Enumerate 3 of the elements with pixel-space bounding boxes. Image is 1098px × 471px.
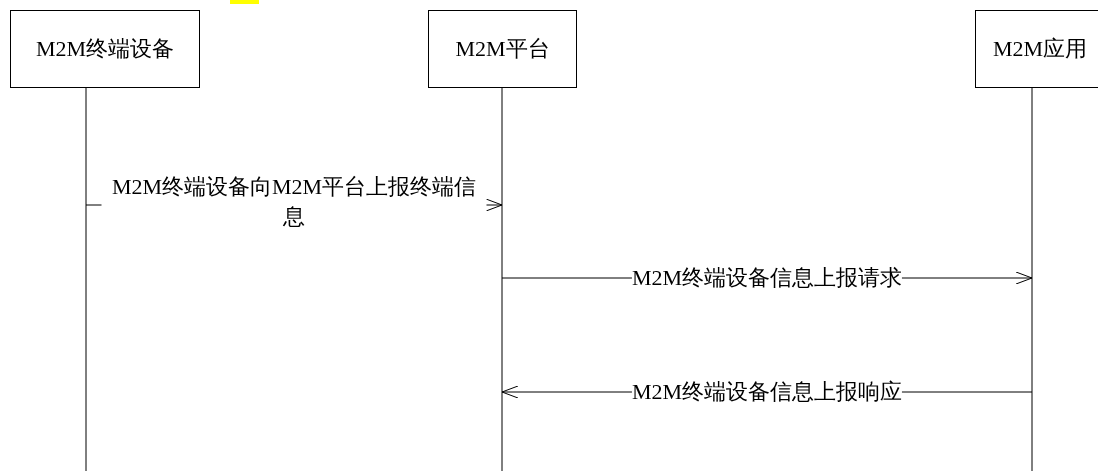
participant-box: M2M终端设备 <box>10 10 200 88</box>
participant-box: M2M应用 <box>975 10 1098 88</box>
participant-box: M2M平台 <box>428 10 577 88</box>
